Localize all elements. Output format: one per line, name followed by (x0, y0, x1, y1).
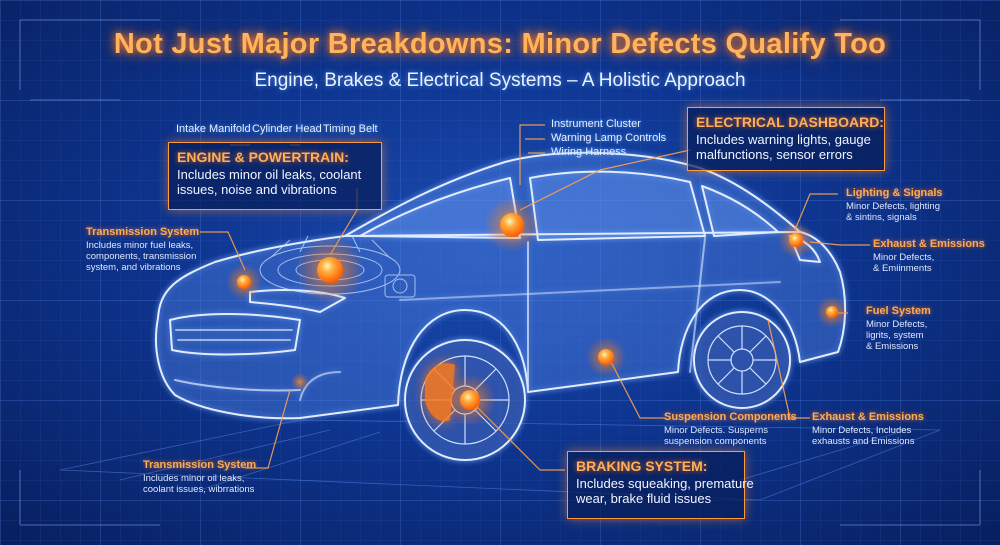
transmission-hotspot (237, 275, 251, 289)
suspension-heading: Suspension Components (664, 411, 797, 423)
electrical-dashboard-box: ELECTRICAL DASHBOARD: Includes warning l… (687, 107, 885, 171)
lighting-body: Minor Defects, lighting & sintins, signa… (846, 201, 940, 223)
engine-hotspot (317, 257, 343, 283)
label-warning-lamp-controls: Warning Lamp Controls (551, 132, 667, 144)
label-instrument-cluster: Instrument Cluster (551, 118, 641, 130)
fuel-hotspot (826, 306, 838, 318)
label-wiring-harness: Wiring Harness (551, 146, 627, 158)
engine-box-heading: ENGINE & POWERTRAIN: (177, 149, 349, 165)
fuel-heading: Fuel System (866, 305, 931, 317)
label-cylinder-head: Cylinder Head (252, 123, 322, 135)
label-timing-belt: Timing Belt (323, 123, 378, 135)
front-grille (169, 313, 301, 356)
transmission-lower-body: Includes minor oil leaks, coolant issues… (143, 473, 255, 495)
exhaust-lower-body: Minor Defects, Includes exhausts and Emi… (812, 425, 915, 447)
label-intake-manifold: Intake Manifold (176, 123, 251, 135)
hotspots (226, 197, 848, 426)
electrical-box-heading: ELECTRICAL DASHBOARD: (696, 114, 884, 130)
suspension-body: Minor Defects. Susperns suspension compo… (664, 425, 769, 447)
engine-powertrain-box: ENGINE & POWERTRAIN: Includes minor oil … (168, 142, 382, 210)
transmission-upper-body: Includes minor fuel leaks, components, t… (86, 240, 197, 273)
page-subtitle: Engine, Brakes & Electrical Systems – A … (254, 70, 746, 91)
page-title: Not Just Major Breakdowns: Minor Defects… (113, 28, 887, 60)
headlight (249, 289, 346, 313)
exhaust-upper-body: Minor Defects, & Emiinments (873, 252, 935, 274)
exhaust-lower-heading: Exhaust & Emissions (812, 411, 924, 423)
braking-box-body: Includes squeaking, premature wear, brak… (576, 476, 754, 506)
car-body-outline (155, 151, 847, 420)
braking-box-heading: BRAKING SYSTEM: (576, 458, 708, 474)
exhaust-upper-heading: Exhaust & Emissions (873, 238, 985, 250)
transmission-upper-heading: Transmission System (86, 226, 200, 238)
lighting-hotspot (789, 233, 803, 247)
fuel-body: Minor Defects, ligrits, system & Emissio… (866, 319, 928, 352)
electrical-box-body: Includes warning lights, gauge malfuncti… (696, 132, 871, 162)
transmission-lower-heading: Transmission System (143, 459, 257, 471)
braking-system-box: BRAKING SYSTEM: Includes squeaking, prem… (567, 451, 754, 519)
lighting-heading: Lighting & Signals (846, 187, 943, 199)
engine-box-body: Includes minor oil leaks, coolant issues… (177, 167, 362, 197)
suspension-hotspot (598, 349, 614, 365)
brake-hotspot (460, 390, 480, 410)
dashboard-hotspot (500, 213, 524, 237)
